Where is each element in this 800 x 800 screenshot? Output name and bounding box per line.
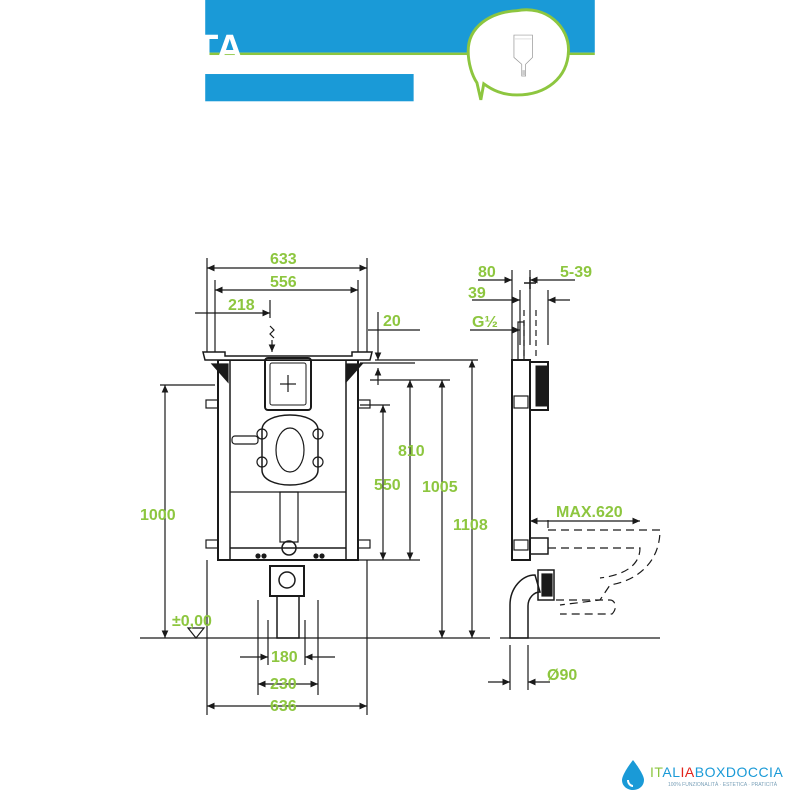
dimension-labels: 633 556 218 20 810 550 1005 1108 1000 ±0… — [140, 251, 623, 715]
label-218: 218 — [228, 297, 255, 314]
front-view — [140, 258, 490, 715]
header-green-stripe — [205, 52, 595, 56]
water-drop-icon — [622, 760, 644, 790]
label-1000: 1000 — [140, 507, 176, 524]
label-810: 810 — [398, 443, 425, 460]
label-39: 39 — [468, 285, 486, 302]
label-80: 80 — [478, 264, 496, 281]
page-title: CASSETTA — [38, 28, 244, 70]
label-636: 636 — [270, 698, 297, 715]
label-180: 180 — [271, 649, 298, 666]
brand-logo: ITALIABOXDOCCIA 100% FUNZIONALITÀ · ESTE… — [620, 756, 800, 796]
label-phi90: Ø90 — [547, 667, 577, 684]
label-level: ±0,00 — [172, 613, 212, 630]
label-556: 556 — [270, 274, 297, 291]
logo-tagline: 100% FUNZIONALITÀ · ESTETICA · PRATICITÀ — [668, 782, 778, 788]
section-title: SPECIFICHE TECNICHE — [38, 160, 386, 193]
side-view — [470, 270, 661, 690]
cistern-icon — [513, 34, 533, 77]
label-g-half: G½ — [472, 314, 498, 331]
label-20: 20 — [383, 313, 401, 330]
label-5-39: 5-39 — [560, 264, 592, 281]
label-1108: 1108 — [453, 517, 488, 534]
label-1005: 1005 — [422, 479, 458, 496]
label-230: 230 — [270, 676, 297, 693]
frame-side — [511, 359, 531, 561]
section-bar — [205, 74, 414, 102]
flush-plate-opening — [264, 357, 312, 411]
label-max620: MAX.620 — [556, 504, 623, 521]
logo-text: ITALIABOXDOCCIA — [650, 764, 784, 780]
label-633: 633 — [270, 251, 297, 268]
header-band — [205, 0, 595, 102]
label-550: 550 — [374, 477, 401, 494]
